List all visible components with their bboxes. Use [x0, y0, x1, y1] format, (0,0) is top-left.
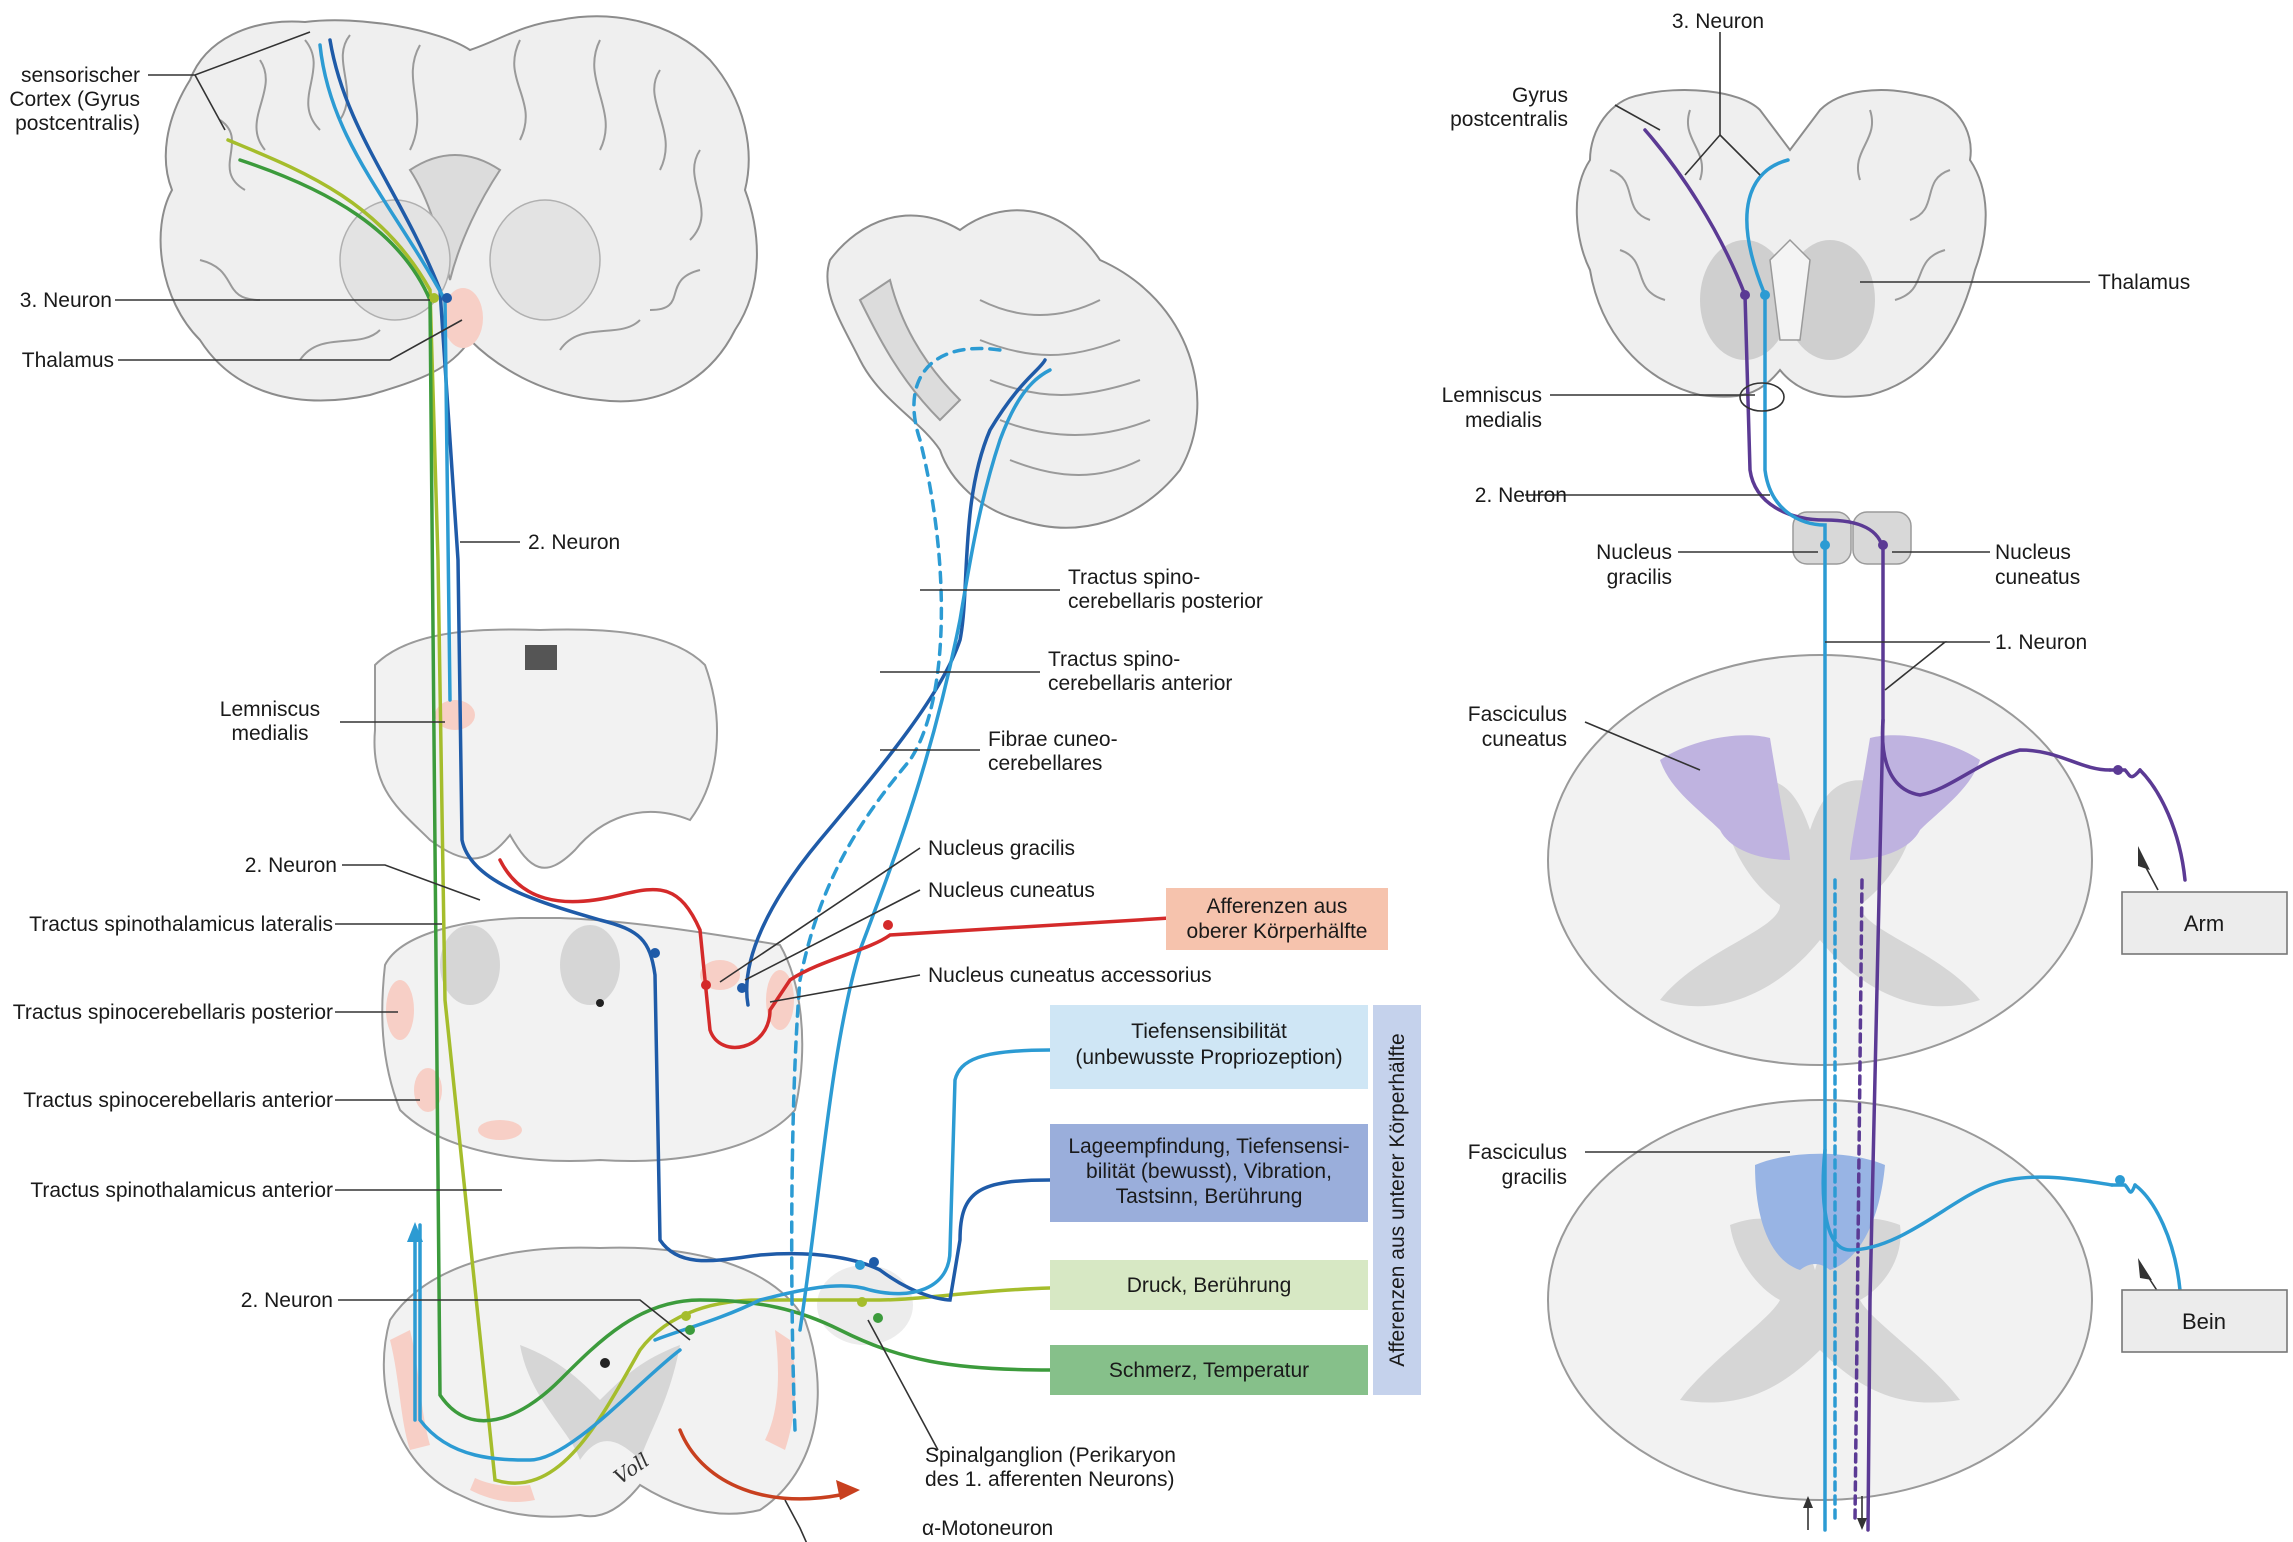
label-lemniscus-right-line2: medialis	[1465, 409, 1542, 432]
box-afferenzen-unten	[1373, 1005, 1421, 1395]
label-tract-sc-posterior-right-line1: Tractus spino-	[1068, 566, 1200, 589]
box-schmerz	[1050, 1345, 1368, 1395]
label-tract-sc-anterior-right-line1: Tractus spino-	[1048, 648, 1180, 671]
label-lemniscus-line1: Lemniscus	[220, 698, 320, 721]
box-afferenzen-oben	[1166, 888, 1388, 950]
right-labels: 3. Neuron Gyrus postcentralis Thalamus L…	[1442, 10, 2191, 1189]
left-nuclei-dots	[429, 293, 893, 1335]
right-brain-section	[1575, 89, 1987, 398]
box-tiefen-line1: Tiefensensibilität	[1131, 1020, 1287, 1043]
box-arm	[2121, 891, 2288, 955]
label-nucleus-cuneatus-left: Nucleus cuneatus	[928, 879, 1095, 902]
label-cortex-line2: Cortex (Gyrus	[9, 88, 140, 111]
label-gyrus-line1: Gyrus	[1512, 84, 1568, 107]
label-fibrae-line1: Fibrae cuneo-	[988, 728, 1118, 751]
box-druck-label: Druck, Berührung	[1127, 1274, 1292, 1297]
label-neuron2-low: 2. Neuron	[241, 1289, 333, 1312]
label-neuron3-right: 3. Neuron	[1672, 10, 1764, 33]
fasciculus-gracilis	[1755, 1153, 1885, 1270]
label-fasc-gracilis-line1: Fasciculus	[1468, 1141, 1567, 1164]
left-legend-boxes: Afferenzen aus oberer Körperhälfte Tiefe…	[1050, 888, 1421, 1395]
box-lageempfindung	[1050, 1124, 1368, 1222]
label-cuneatus-right-line2: cuneatus	[1995, 566, 2080, 589]
label-fasc-gracilis-line2: gracilis	[1502, 1166, 1567, 1189]
box-lage-line1: Lageempfindung, Tiefensensi-	[1068, 1135, 1349, 1158]
label-fibrae-line2: cerebellares	[988, 752, 1102, 775]
label-neuron3-left: 3. Neuron	[20, 289, 112, 312]
box-tiefen-line2: (unbewusste Propriozeption)	[1075, 1046, 1342, 1069]
label-fasc-cuneatus-line2: cuneatus	[1482, 728, 1567, 751]
label-motoneuron: α-Motoneuron	[922, 1517, 1053, 1540]
label-tract-sc-anterior-left: Tractus spinocerebellaris anterior	[23, 1089, 333, 1112]
label-ganglion-line1: Spinalganglion (Perikaryon	[925, 1444, 1176, 1467]
left-cerebellum-section	[826, 209, 1199, 529]
left-leader-lines	[115, 31, 1060, 1542]
right-spinal-cord-upper	[1547, 654, 2093, 1066]
box-tiefensensibilitaet	[1050, 1005, 1368, 1089]
right-boxes: Arm Bein	[2121, 891, 2288, 1353]
right-leader-lines	[1525, 32, 2159, 1530]
label-thalamus-left: Thalamus	[22, 349, 114, 372]
right-nuclei	[1792, 511, 1912, 565]
box-afferenzen-oben-line2: oberer Körperhälfte	[1187, 920, 1368, 943]
box-schmerz-label: Schmerz, Temperatur	[1109, 1359, 1309, 1382]
box-druck	[1050, 1260, 1368, 1310]
label-tract-sc-posterior-left: Tractus spinocerebellaris posterior	[13, 1001, 333, 1024]
label-gyrus-line2: postcentralis	[1450, 108, 1568, 131]
box-afferenzen-oben-line1: Afferenzen aus	[1207, 895, 1348, 918]
label-tract-st-lateralis: Tractus spinothalamicus lateralis	[29, 913, 333, 936]
box-bein	[2121, 1289, 2288, 1353]
label-gracilis-right-line2: gracilis	[1607, 566, 1672, 589]
left-spinal-cord-section	[382, 1246, 913, 1518]
label-tract-sc-anterior-right-line2: cerebellaris anterior	[1048, 672, 1232, 695]
box-bein-label: Bein	[2182, 1309, 2226, 1334]
left-midbrain-section	[373, 628, 718, 869]
left-brain-coronal-section	[159, 15, 758, 403]
label-lemniscus-right-line1: Lemniscus	[1442, 384, 1542, 407]
box-arm-label: Arm	[2184, 911, 2224, 936]
right-nuclei-dots	[1740, 290, 2125, 1185]
label-neuron2-upper: 2. Neuron	[528, 531, 620, 554]
box-lage-line3: Tastsinn, Berührung	[1116, 1185, 1303, 1208]
label-neuron2-mid: 2. Neuron	[245, 854, 337, 877]
label-lemniscus-line2: medialis	[231, 722, 308, 745]
label-fasc-cuneatus-line1: Fasciculus	[1468, 703, 1567, 726]
label-neuron1-right: 1. Neuron	[1995, 631, 2087, 654]
label-cortex-line3: postcentralis)	[15, 112, 140, 135]
label-nucleus-gracilis-left: Nucleus gracilis	[928, 837, 1075, 860]
label-tract-sc-posterior-right-line2: cerebellaris posterior	[1068, 590, 1263, 613]
label-gracilis-right-line1: Nucleus	[1596, 541, 1672, 564]
label-cuneatus-right-line1: Nucleus	[1995, 541, 2071, 564]
label-tract-st-anterior: Tractus spinothalamicus anterior	[30, 1179, 333, 1202]
box-lage-line2: bilität (bewusst), Vibration,	[1086, 1160, 1332, 1183]
label-nucleus-cuneatus-accessorius: Nucleus cuneatus accessorius	[928, 964, 1212, 987]
right-spinal-cord-lower	[1547, 1099, 2093, 1501]
label-ganglion-line2: des 1. afferenten Neurons)	[925, 1468, 1174, 1491]
left-pathways	[226, 38, 1172, 1501]
label-cortex-line1: sensorischer	[21, 64, 140, 87]
label-neuron2-right: 2. Neuron	[1475, 484, 1567, 507]
box-afferenzen-unten-label: Afferenzen aus unterer Körperhälfte	[1386, 1033, 1409, 1367]
label-thalamus-right: Thalamus	[2098, 271, 2190, 294]
